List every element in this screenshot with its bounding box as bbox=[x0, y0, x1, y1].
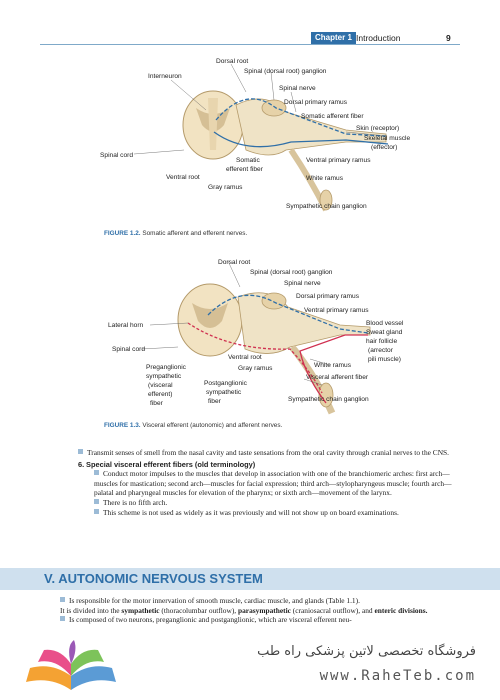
website-url[interactable]: www.RaheTeb.com bbox=[319, 668, 476, 684]
bullet-square-icon bbox=[60, 616, 65, 622]
label2-white-ramus: White ramus bbox=[314, 362, 352, 369]
label2-post-2: sympathetic bbox=[206, 389, 242, 396]
label2-hair-follicle: hair follicle bbox=[366, 338, 397, 345]
section-title: V. AUTONOMIC NERVOUS SYSTEM bbox=[44, 571, 263, 586]
caption-label: FIGURE 1.2. bbox=[104, 230, 141, 237]
open-book-logo-icon bbox=[26, 640, 116, 690]
label2-blood-vessel: Blood vessel bbox=[366, 320, 404, 327]
label-effector: (effector) bbox=[371, 144, 397, 151]
chain-ganglion-drawing bbox=[319, 189, 333, 211]
label2-pre-3: (visceral bbox=[148, 382, 173, 389]
label2-pre-4: efferent) bbox=[148, 391, 172, 398]
label2-lateral-horn: Lateral horn bbox=[108, 322, 144, 329]
bullet-square-icon bbox=[94, 470, 99, 476]
label2-arrector: (arrector bbox=[368, 347, 394, 354]
label-interneuron: Interneuron bbox=[148, 73, 182, 80]
label-spinal-ganglion: Spinal (dorsal root) ganglion bbox=[244, 68, 327, 75]
label2-dorsal-ramus: Dorsal primary ramus bbox=[296, 293, 360, 300]
label2-post-3: fiber bbox=[208, 398, 222, 405]
chain-ganglion-drawing-2 bbox=[318, 382, 334, 408]
label2-pre-2: sympathetic bbox=[146, 373, 182, 380]
label2-ventral-ramus: Ventral primary ramus bbox=[304, 307, 369, 314]
spinal-cord-drawing bbox=[182, 90, 244, 160]
body-text: Transmit senses of smell from the nasal … bbox=[78, 448, 468, 517]
section-band: V. AUTONOMIC NERVOUS SYSTEM bbox=[0, 568, 500, 590]
label-ventral-root: Ventral root bbox=[166, 174, 200, 181]
figure-1-2-caption: FIGURE 1.2. Somatic afferent and efferen… bbox=[104, 230, 247, 237]
bullet-branchiomeric: Conduct motor impulses to the muscles th… bbox=[94, 469, 452, 498]
label2-pili: pili muscle) bbox=[368, 356, 401, 363]
chapter-title: Introduction bbox=[356, 33, 401, 43]
label-dorsal-ramus: Dorsal primary ramus bbox=[284, 99, 348, 106]
label2-visceral-afferent: Visceral afferent fiber bbox=[306, 374, 369, 381]
label2-chain-ganglion: Sympathetic chain ganglion bbox=[288, 396, 369, 403]
header-rule bbox=[40, 44, 460, 45]
label-spinal-cord: Spinal cord bbox=[100, 152, 133, 159]
label2-spinal-cord: Spinal cord bbox=[112, 346, 145, 353]
label-skin: Skin (receptor) bbox=[356, 125, 399, 132]
figure-1-3-caption: FIGURE 1.3. Visceral efferent (autonomic… bbox=[104, 422, 282, 429]
caption-label-2: FIGURE 1.3. bbox=[104, 422, 141, 429]
label2-spinal-nerve: Spinal nerve bbox=[284, 280, 321, 287]
caption-text-2: Visceral efferent (autonomic) and affere… bbox=[142, 422, 283, 429]
visceral-afferent-line bbox=[207, 294, 369, 334]
label-skeletal-muscle: Skeletal muscle bbox=[364, 135, 411, 142]
section-heading-6: 6. Special visceral efferent fibers (old… bbox=[78, 459, 256, 469]
running-header: Chapter 1 Introduction 9 bbox=[0, 32, 500, 46]
spinal-cord-drawing-2 bbox=[177, 283, 243, 357]
store-footer: فروشگاه تخصصی لاتین پزشکی راه طب www.Rah… bbox=[0, 630, 500, 700]
autonomic-text: Is responsible for the motor innervation… bbox=[60, 596, 470, 625]
spinal-nerve-trunk-2 bbox=[237, 292, 371, 354]
label2-sweat-gland: Sweat gland bbox=[366, 329, 403, 336]
leader-lines-2 bbox=[141, 260, 331, 386]
figure-somatic-nerves: Dorsal root Interneuron Spinal (dorsal r… bbox=[100, 58, 411, 212]
label2-post-1: Postganglionic bbox=[204, 380, 248, 387]
bullet-no-fifth-arch: There is no fifth arch. bbox=[78, 498, 468, 508]
afferent-fiber-line bbox=[215, 98, 387, 137]
dorsal-root-ganglion-2 bbox=[261, 292, 287, 310]
label-somatic-efferent-2: efferent fiber bbox=[226, 166, 264, 173]
bullet-square-icon bbox=[78, 449, 83, 454]
label-dorsal-root: Dorsal root bbox=[216, 58, 248, 65]
caption-text: Somatic afferent and efferent nerves. bbox=[142, 230, 248, 237]
label-somatic-afferent: Somatic afferent fiber bbox=[301, 113, 364, 120]
label-ventral-ramus: Ventral primary ramus bbox=[306, 157, 371, 164]
bullet-square-icon bbox=[94, 508, 99, 514]
label-chain-ganglion: Sympathetic chain ganglion bbox=[286, 203, 367, 210]
label-spinal-nerve: Spinal nerve bbox=[279, 85, 316, 92]
label2-dorsal-root: Dorsal root bbox=[218, 259, 250, 266]
bullet-autonomic-2: Is composed of two neurons, preganglioni… bbox=[60, 615, 470, 625]
bullet-square-icon bbox=[60, 597, 65, 602]
store-name: فروشگاه تخصصی لاتین پزشکی راه طب bbox=[257, 644, 476, 659]
label2-ventral-root: Ventral root bbox=[228, 354, 262, 361]
label-gray-ramus: Gray ramus bbox=[208, 184, 243, 191]
page-number: 9 bbox=[446, 33, 451, 43]
label2-pre-1: Preganglionic bbox=[146, 364, 187, 371]
label-somatic-efferent-1: Somatic bbox=[236, 157, 261, 164]
label2-pre-5: fiber bbox=[150, 400, 164, 407]
bullet-scheme: This scheme is not used as widely as it … bbox=[78, 508, 468, 518]
chapter-label: Chapter 1 bbox=[311, 32, 356, 44]
preganglionic-line bbox=[187, 322, 323, 394]
bullet-smell-taste: Transmit senses of smell from the nasal … bbox=[78, 448, 468, 458]
postganglionic-line bbox=[299, 334, 368, 404]
bullet-square-icon bbox=[94, 498, 99, 504]
leader-lines bbox=[133, 63, 387, 155]
label-white-ramus: White ramus bbox=[306, 175, 344, 182]
label2-spinal-ganglion: Spinal (dorsal root) ganglion bbox=[250, 269, 333, 276]
label2-gray-ramus: Gray ramus bbox=[238, 365, 273, 372]
figure-visceral-nerves: Dorsal root Spinal (dorsal root) ganglio… bbox=[108, 259, 404, 415]
efferent-fiber-line bbox=[213, 131, 389, 148]
bullet-autonomic-1: Is responsible for the motor innervation… bbox=[60, 596, 428, 615]
